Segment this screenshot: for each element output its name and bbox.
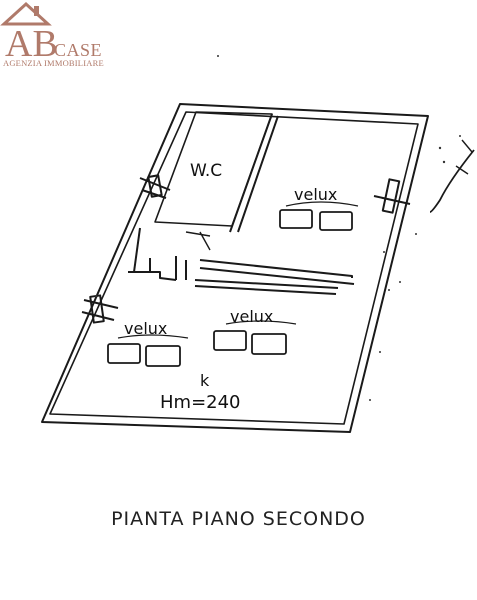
partition-wall xyxy=(229,113,273,233)
label-room-letter: k xyxy=(200,371,210,390)
scan-specks xyxy=(95,55,461,401)
label-velux-left: velux xyxy=(124,319,167,338)
door-swing xyxy=(185,231,211,251)
label-velux-top: velux xyxy=(294,185,337,204)
window-left-top xyxy=(139,174,171,199)
skylight-right xyxy=(213,320,297,355)
house-logo-icon: AB xyxy=(0,1,58,64)
label-velux-right: velux xyxy=(230,307,273,326)
upper-room-wall xyxy=(199,259,353,278)
skylight-left xyxy=(107,334,189,367)
plan-caption: PIANTA PIANO SECONDO xyxy=(111,508,366,530)
logo-initials: AB xyxy=(5,23,58,64)
outer-wall xyxy=(41,103,429,433)
agency-logo: AB CASE AGENZIA IMMOBILIARE xyxy=(0,0,110,70)
inner-wall xyxy=(49,111,419,425)
skylight-top xyxy=(279,201,359,231)
window-right xyxy=(373,178,411,214)
lower-room-wall xyxy=(128,271,177,281)
label-height: Hm=240 xyxy=(160,392,241,413)
logo-subtitle: AGENZIA IMMOBILIARE xyxy=(3,58,104,68)
logo-brand: CASE xyxy=(54,40,103,60)
label-wc: W.C xyxy=(190,161,222,181)
exterior-stair-curve xyxy=(429,149,475,213)
